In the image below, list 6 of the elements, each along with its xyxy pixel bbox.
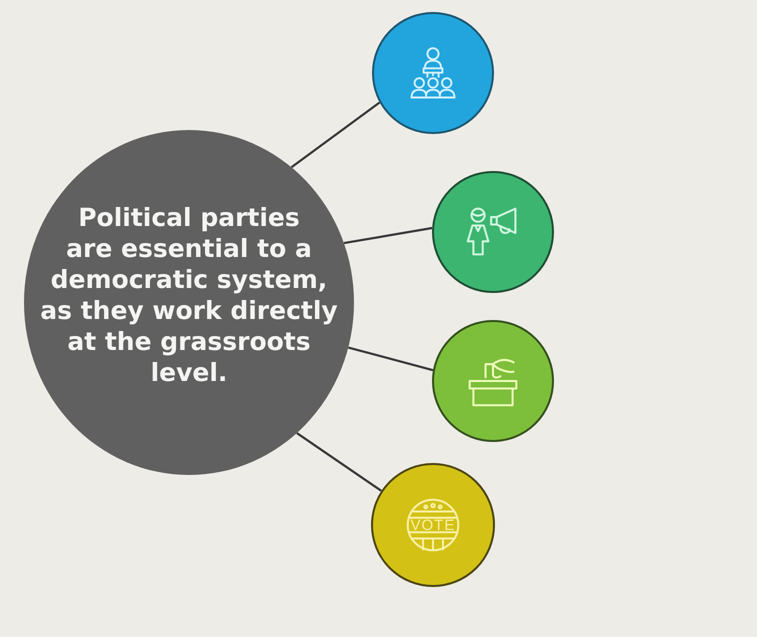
connector-line [290,102,380,168]
connector-line [344,226,432,244]
connector-line [296,432,382,492]
topic-text: Political parties are essential to a democratic system, as they work directly at the grassroots level. [40,203,338,387]
connector-line [348,346,434,372]
badge-text: VOTE [410,518,456,532]
